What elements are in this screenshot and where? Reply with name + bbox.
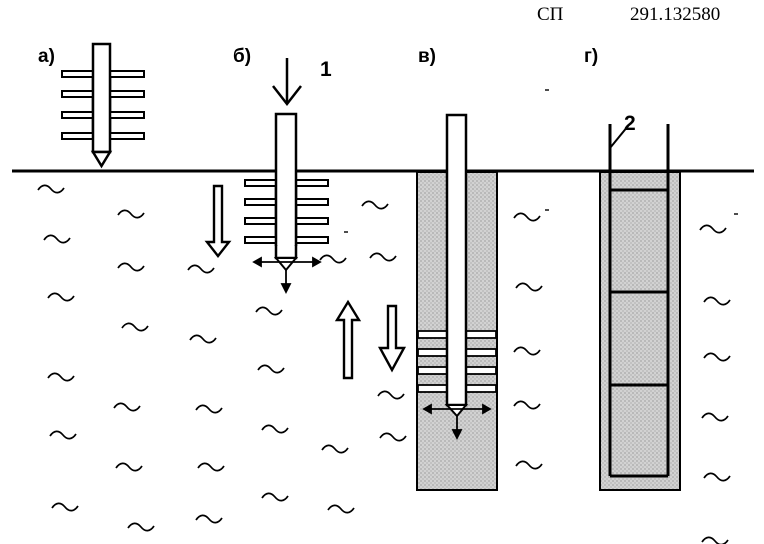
down-arrow-icon bbox=[377, 304, 407, 373]
panel-v-grouted-pile bbox=[416, 113, 498, 491]
panel-b-pile-insertion bbox=[244, 58, 329, 295]
panel-label-a: а) bbox=[38, 46, 55, 67]
panel-label-b: б) bbox=[233, 46, 251, 67]
up-arrow-icon bbox=[334, 299, 362, 380]
down-arrow-icon bbox=[204, 184, 232, 258]
callout-load-1: 1 bbox=[320, 58, 332, 81]
panel-label-v: в) bbox=[418, 46, 436, 67]
motion-arrows bbox=[204, 184, 407, 380]
panel-label-g: г) bbox=[584, 46, 598, 67]
document-number: 291.132580 bbox=[630, 4, 721, 25]
stray-marks bbox=[344, 89, 738, 233]
document-code: СП bbox=[537, 4, 564, 25]
panel-g-reinforcement-cage bbox=[599, 124, 681, 491]
callout-reinforcement-2: 2 bbox=[624, 112, 636, 135]
panel-a-screw-pile bbox=[61, 42, 145, 169]
